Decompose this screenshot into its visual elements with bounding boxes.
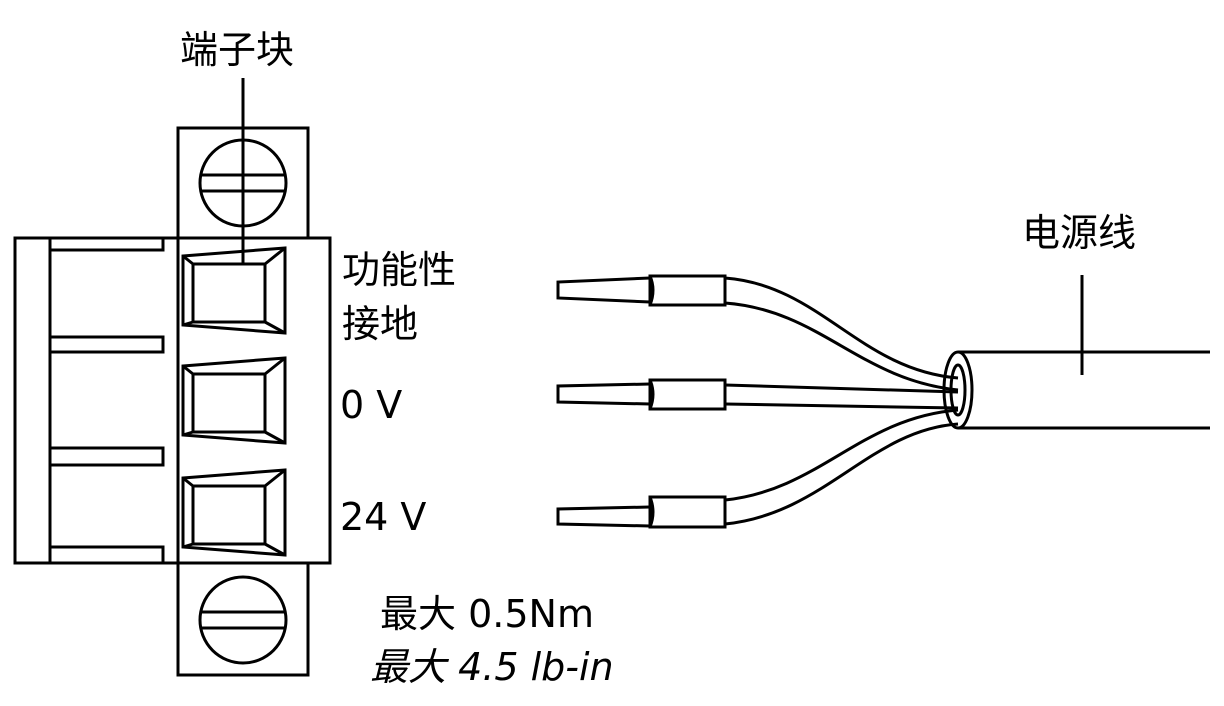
zero-v-label: 0 V bbox=[340, 383, 402, 427]
terminal-block-label: 端子块 bbox=[180, 28, 294, 72]
terminal-slot-ground bbox=[181, 246, 287, 335]
power-cable-label: 电源线 bbox=[1022, 211, 1136, 255]
terminal-slot-24v bbox=[181, 468, 287, 557]
wire-0v bbox=[556, 378, 959, 411]
wire-ground bbox=[556, 274, 959, 392]
functional-ground-label-line2: 接地 bbox=[342, 302, 418, 346]
bottom-screw-icon bbox=[198, 575, 288, 665]
torque-metric-label: 最大 0.5Nm bbox=[380, 592, 594, 636]
wire-24v bbox=[556, 408, 959, 529]
power-cable-jacket bbox=[942, 350, 1210, 430]
torque-imperial-label: 最大 4.5 lb-in bbox=[370, 645, 614, 689]
plug-housing bbox=[13, 236, 178, 565]
terminal-slot-0v bbox=[181, 356, 287, 445]
terminal-block-body bbox=[176, 126, 332, 677]
twentyfour-v-label: 24 V bbox=[340, 495, 426, 539]
functional-ground-label-line1: 功能性 bbox=[342, 248, 456, 292]
